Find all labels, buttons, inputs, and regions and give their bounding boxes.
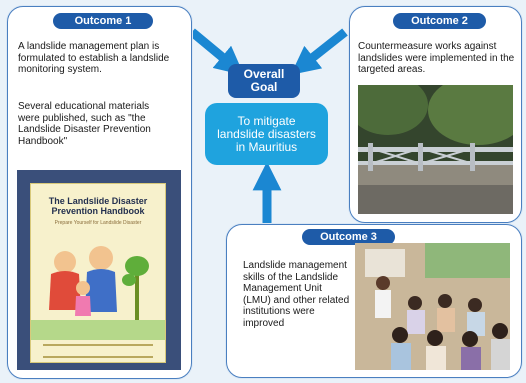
overall-goal-badge: Overall Goal — [228, 64, 300, 98]
arrow-outcome2-to-goal — [290, 28, 348, 75]
outcome2-badge: Outcome 2 — [393, 13, 486, 29]
family-illustration — [31, 246, 165, 340]
countermeasure-photo — [358, 85, 513, 214]
overall-goal-text: To mitigate landslide disasters in Mauri… — [205, 103, 328, 165]
outcome1-text-plan: A landslide management plan is formulate… — [18, 41, 170, 75]
handbook-title: The Landslide Disaster Prevention Handbo… — [48, 196, 148, 216]
handbook-image: The Landslide Disaster Prevention Handbo… — [17, 170, 181, 370]
outcome3-badge: Outcome 3 — [302, 229, 395, 245]
training-scene — [355, 243, 510, 370]
handbook-subtitle: Prepare Yourself for Landslide Disaster — [54, 220, 142, 226]
outcome2-text: Countermeasure works against landslides … — [358, 41, 515, 75]
countermeasure-scene — [358, 85, 513, 214]
handbook-footer-lines — [43, 344, 153, 358]
arrow-outcome1-to-goal — [189, 28, 245, 76]
handbook-cover: The Landslide Disaster Prevention Handbo… — [30, 183, 166, 363]
outcome3-text: Landslide management skills of the Lands… — [243, 260, 350, 329]
outcome1-text-materials: Several educational materials were publi… — [18, 101, 151, 147]
outcome1-badge: Outcome 1 — [53, 13, 153, 29]
training-photo — [355, 243, 510, 370]
